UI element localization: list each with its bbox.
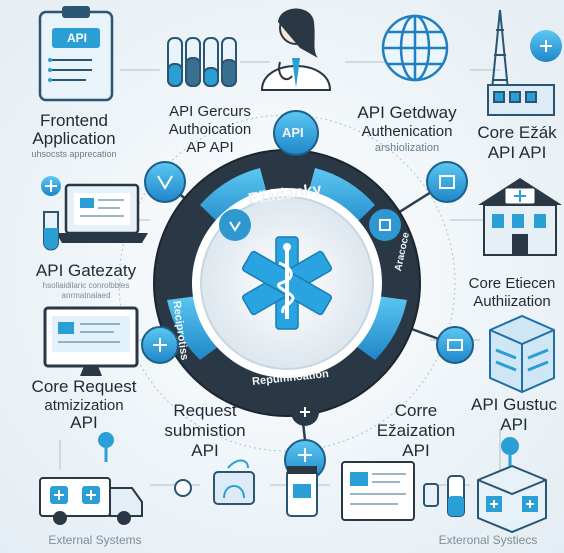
request-submission-line3: API bbox=[191, 441, 219, 460]
vials-icon bbox=[167, 37, 237, 87]
pill-bottle-icon bbox=[286, 466, 318, 517]
request-submission-line2: submistion bbox=[164, 421, 246, 440]
core-ezak-line1: Core Ežák bbox=[477, 123, 557, 142]
medical-star-icon bbox=[242, 236, 332, 330]
flask-icon bbox=[41, 176, 61, 251]
core-ezak-line2: API API bbox=[487, 143, 547, 162]
core-etiecen-line2: Authiization bbox=[473, 293, 551, 310]
api-gustuc-line1: API Gustuc bbox=[471, 395, 557, 414]
core-ez-line1: Corre bbox=[394, 401, 438, 420]
frontend-subtitle: uhsocsts apprecation bbox=[31, 149, 117, 159]
document-icon bbox=[341, 461, 465, 521]
ambulance-icon bbox=[39, 432, 143, 525]
server-icon bbox=[489, 314, 555, 394]
hospital-icon bbox=[478, 178, 562, 256]
api-gercurs-line1: API Gercurs bbox=[169, 103, 251, 120]
api-gatezaty-sub2: anrmatnalaed bbox=[61, 291, 111, 300]
core-request-line1: Core Request bbox=[31, 377, 137, 396]
api-getdway-line3: arshiolization bbox=[374, 142, 440, 154]
core-ez-line3: API bbox=[402, 441, 430, 460]
api-getdway-line1: API Getdway bbox=[357, 103, 457, 122]
core-request-line3: API bbox=[70, 413, 98, 432]
api-gatezaty-title: API Gatezaty bbox=[35, 261, 137, 280]
request-submission-line1: Request bbox=[173, 401, 237, 420]
external-systems-left: External Systems bbox=[48, 533, 142, 547]
api-gercurs-line3: AP API bbox=[186, 139, 234, 156]
core-ez-line2: Ežaization bbox=[376, 421, 456, 440]
external-systems-right: Exteronal Systiecs bbox=[438, 533, 538, 547]
core-request-line2: atmizization bbox=[44, 397, 124, 414]
laptop-icon bbox=[56, 183, 148, 243]
frontend-title-line2: Application bbox=[32, 129, 116, 148]
monitor-icon bbox=[43, 306, 139, 376]
hand-icon bbox=[174, 459, 255, 505]
core-etiecen-line1: Core Etiecen bbox=[468, 275, 556, 292]
hub-top-node-label: API bbox=[282, 125, 304, 140]
clipboard-label: API bbox=[66, 31, 87, 45]
api-gercurs-line2: Authoication bbox=[168, 121, 252, 138]
frontend-title-line1: Frontend bbox=[39, 111, 109, 130]
doctor-icon bbox=[260, 8, 332, 91]
central-hub bbox=[153, 149, 421, 417]
clipboard-icon bbox=[38, 6, 114, 102]
api-getdway-line2: Authenication bbox=[361, 123, 453, 140]
pharmacy-box-icon bbox=[477, 437, 547, 534]
api-gustuc-line2: API bbox=[500, 415, 528, 434]
api-gatezaty-sub1: hsoliaidilaric conrolbbles bbox=[42, 281, 130, 290]
tower-icon bbox=[487, 9, 562, 116]
globe-icon bbox=[381, 14, 449, 82]
